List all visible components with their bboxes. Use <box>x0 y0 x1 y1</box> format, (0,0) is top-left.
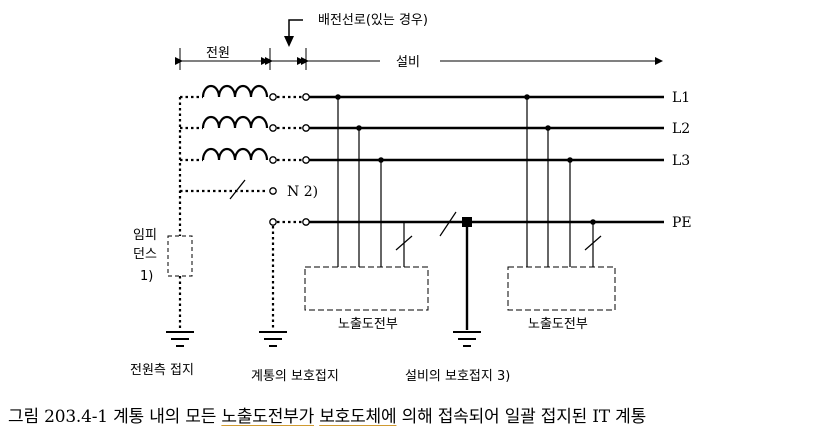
label-impedance-2: 던스 <box>133 247 157 262</box>
caption-part-2: 노출도전부가 <box>221 407 315 427</box>
label-pe: PE <box>672 215 692 231</box>
earth-symbols <box>166 331 481 347</box>
caption-part-1: 그림 203.4-1 계통 내의 모든 <box>8 407 222 427</box>
terminals <box>269 93 310 226</box>
label-exposed-part-1: 노출도전부 <box>338 317 398 332</box>
neutral-break-mark <box>229 179 246 200</box>
label-l1: L1 <box>672 90 690 106</box>
dimension-arrows <box>175 48 663 70</box>
label-distribution: 배전선로(있는 경우) <box>318 13 428 28</box>
label-impedance-note: 1) <box>140 269 153 284</box>
label-l2: L2 <box>672 121 690 137</box>
source-dotted-lines <box>178 95 302 330</box>
label-source-earth: 전원측 접지 <box>130 363 194 378</box>
figure-caption: 그림 203.4-1 계통 내의 모든 노출도전부가 보호도체에 의해 접속되어… <box>8 402 837 427</box>
label-neutral: N 2) <box>287 184 318 200</box>
impedance-box <box>167 235 193 277</box>
label-source: 전원 <box>206 46 230 61</box>
main-conductors <box>309 95 664 224</box>
pe-break-marks <box>395 211 602 251</box>
exposed-part-boxes <box>304 266 616 311</box>
label-exposed-part-2: 노출도전부 <box>528 317 588 332</box>
caption-part-4: 보호도체에 <box>319 407 397 427</box>
distribution-pointer-arrow <box>284 19 303 47</box>
source-windings <box>201 84 269 161</box>
installation-earth-line <box>462 217 472 330</box>
label-system-earth: 계통의 보호접지 <box>251 369 339 384</box>
label-installation: 설비 <box>396 55 420 70</box>
equipment-drops <box>337 97 594 267</box>
junction-dots <box>335 94 596 225</box>
caption-part-5: 의해 접속되어 일괄 접지된 IT 계통 <box>396 407 647 427</box>
label-impedance-1: 임피 <box>133 228 157 243</box>
label-install-earth: 설비의 보호접지 3) <box>405 369 510 384</box>
label-l3: L3 <box>672 153 690 169</box>
